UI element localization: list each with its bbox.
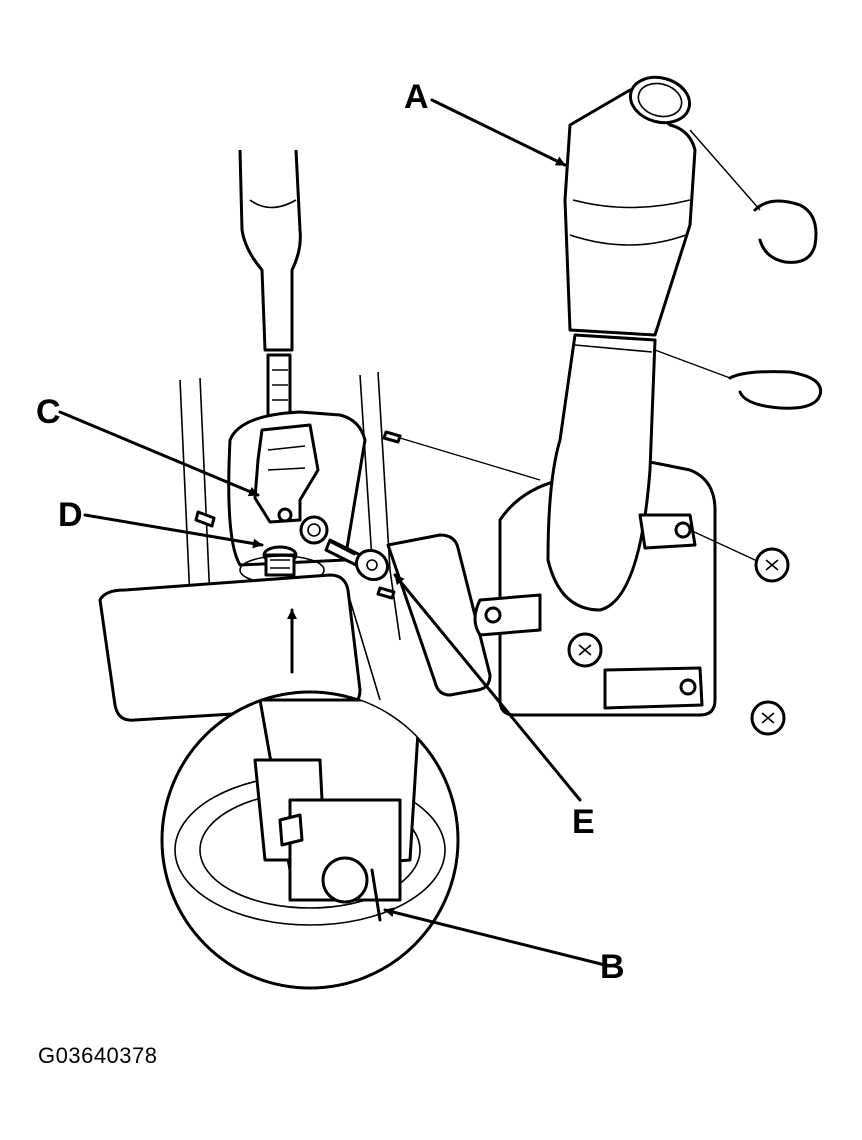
pinch-bolt — [299, 515, 390, 582]
callout-label-e: E — [572, 803, 595, 841]
figure-id: G03640378 — [38, 1043, 158, 1068]
callout-label-d: D — [58, 496, 83, 534]
background-panel-lines — [179, 371, 401, 701]
small-set-screws — [194, 430, 402, 600]
column-cover — [563, 75, 697, 337]
mounting-screws — [567, 547, 790, 736]
dashed-leaders — [399, 129, 761, 561]
cover-clips — [728, 199, 823, 410]
universal-joint — [253, 423, 320, 524]
steering-shaft — [238, 149, 302, 427]
callout-arrows — [58, 98, 607, 967]
zoom-detail — [160, 690, 460, 990]
callout-label-b: B — [600, 948, 625, 986]
callout-label-c: C — [36, 393, 61, 431]
column-boot — [473, 333, 717, 717]
callout-label-a: A — [404, 78, 429, 116]
lower-shaft — [262, 545, 298, 577]
